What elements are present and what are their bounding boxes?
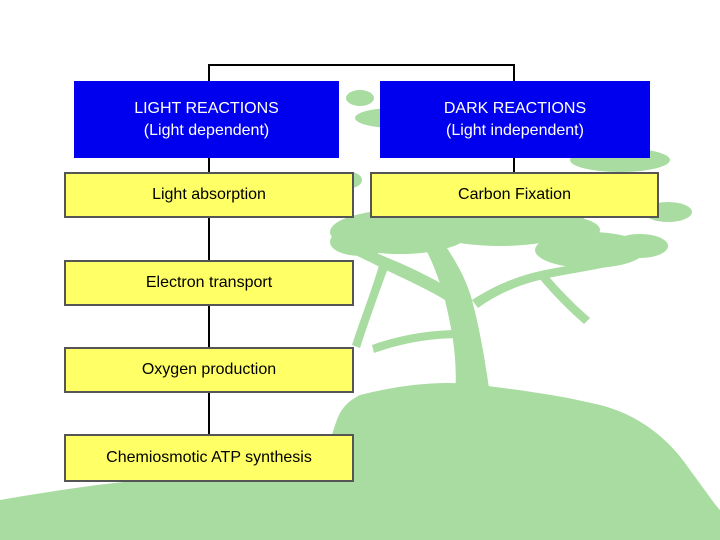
- top-connector-right-drop: [513, 64, 515, 82]
- dark-step-label: Carbon Fixation: [458, 186, 571, 204]
- light-step-box: Chemiosmotic ATP synthesis: [64, 434, 354, 482]
- light-step-label: Light absorption: [152, 186, 266, 204]
- top-connector-horizontal: [208, 64, 515, 66]
- light-reactions-header: LIGHT REACTIONS (Light dependent): [74, 81, 339, 158]
- light-reactions-subtitle: (Light dependent): [134, 120, 279, 142]
- light-step-box: Electron transport: [64, 260, 354, 306]
- light-step-box: Oxygen production: [64, 347, 354, 393]
- light-step-label: Chemiosmotic ATP synthesis: [106, 449, 312, 467]
- dark-reactions-header: DARK REACTIONS (Light independent): [380, 81, 650, 158]
- light-reactions-title: LIGHT REACTIONS: [134, 98, 279, 120]
- light-step-label: Electron transport: [146, 274, 272, 292]
- light-step-label: Oxygen production: [142, 361, 276, 379]
- top-connector-left-drop: [208, 64, 210, 82]
- dark-step-box: Carbon Fixation: [370, 172, 659, 218]
- light-step-box: Light absorption: [64, 172, 354, 218]
- dark-reactions-title: DARK REACTIONS: [444, 98, 586, 120]
- dark-reactions-subtitle: (Light independent): [444, 120, 586, 142]
